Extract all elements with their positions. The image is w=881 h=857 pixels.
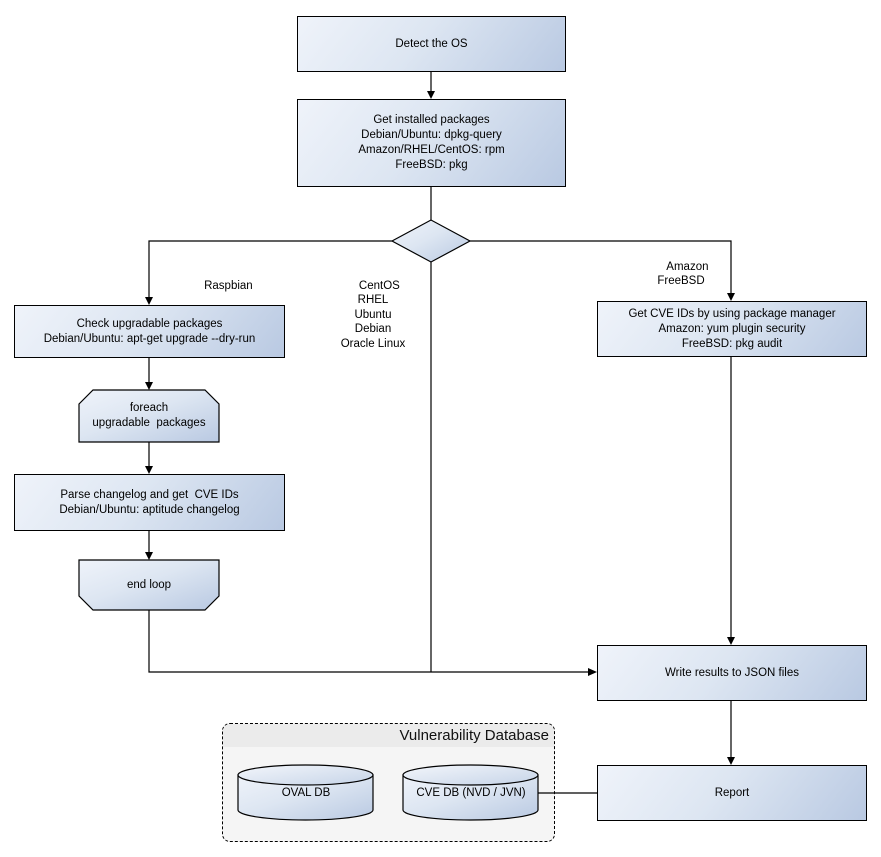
node-detect-os-label: Detect the OS: [395, 37, 468, 50]
node-get-cve-ids: Get CVE IDs by using package manager Ama…: [597, 301, 867, 357]
node-get-installed-packages: Get installed packages Debian/Ubuntu: dp…: [297, 99, 566, 187]
edge-label-amazon-freebsd-text: Amazon FreeBSD: [657, 260, 709, 288]
edge-label-raspbian: Raspbian: [182, 264, 262, 308]
node-cve-db-label: CVE DB (NVD / JVN): [416, 786, 526, 799]
node-report-label: Report: [714, 786, 750, 799]
node-end-loop-label: end loop: [126, 578, 172, 591]
edge-label-os-list: CentOS RHEL Ubuntu Debian Oracle Linux: [323, 264, 423, 366]
arrowhead: [727, 757, 735, 765]
node-report: Report: [597, 765, 867, 821]
edge-label-os-list-text: CentOS RHEL Ubuntu Debian Oracle Linux: [340, 279, 406, 350]
os-decision-diamond: [390, 219, 472, 263]
vulnerability-database-title: Vulnerability Database: [399, 727, 549, 744]
node-foreach-loop: foreach upgradable packages: [79, 390, 219, 442]
connector-endloop-to-write: [148, 610, 588, 673]
arrowhead: [427, 91, 435, 99]
arrowhead: [145, 466, 153, 474]
node-check-upgradable-packages-label: Check upgradable packages Debian/Ubuntu:…: [43, 317, 256, 345]
arrowhead: [727, 637, 735, 645]
edge-label-amazon-freebsd: Amazon FreeBSD: [641, 245, 721, 303]
node-get-installed-packages-label: Get installed packages Debian/Ubuntu: dp…: [358, 114, 505, 171]
node-detect-os: Detect the OS: [297, 16, 566, 72]
arrowhead: [727, 293, 735, 301]
arrowhead: [588, 668, 597, 676]
node-write-results: Write results to JSON files: [597, 645, 867, 701]
node-write-results-label: Write results to JSON files: [665, 666, 799, 679]
node-oval-db: OVAL DB: [238, 772, 374, 814]
node-parse-changelog: Parse changelog and get CVE IDs Debian/U…: [14, 474, 285, 531]
arrowhead: [145, 297, 153, 305]
node-cve-db: CVE DB (NVD / JVN): [403, 772, 539, 814]
node-parse-changelog-label: Parse changelog and get CVE IDs Debian/U…: [59, 488, 240, 516]
arrowhead: [145, 552, 153, 560]
node-foreach-loop-label: foreach upgradable packages: [92, 402, 206, 429]
arrowhead: [145, 382, 153, 390]
edge-label-raspbian-text: Raspbian: [204, 279, 253, 292]
node-check-upgradable-packages: Check upgradable packages Debian/Ubuntu:…: [14, 305, 285, 358]
node-end-loop: end loop: [79, 560, 219, 610]
vulnerability-database-header: Vulnerability Database: [223, 724, 554, 747]
node-oval-db-label: OVAL DB: [281, 786, 331, 799]
node-get-cve-ids-label: Get CVE IDs by using package manager Ama…: [628, 307, 836, 350]
